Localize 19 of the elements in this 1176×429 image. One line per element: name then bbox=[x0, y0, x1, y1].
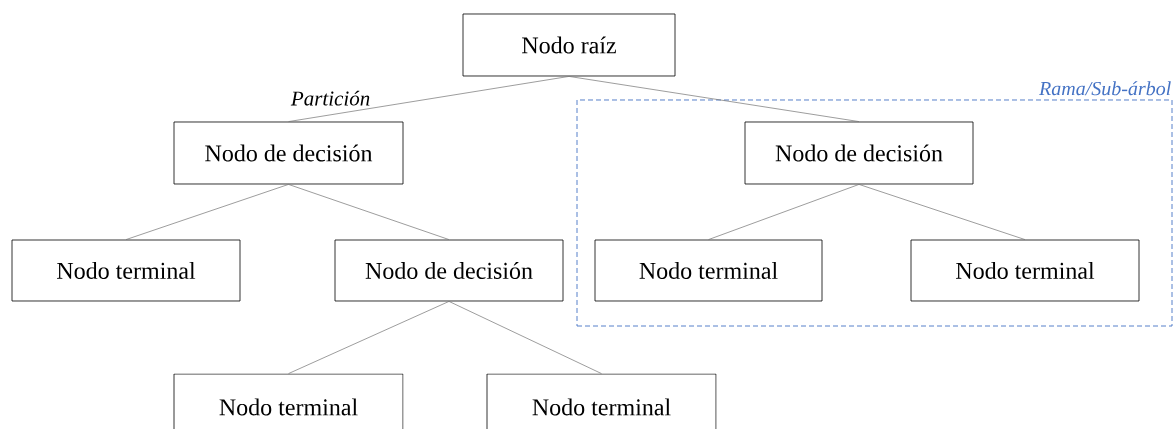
tree-branch-line bbox=[568, 76, 860, 122]
tree-branch-line bbox=[125, 184, 289, 240]
tree-node-box: Nodo de decisión bbox=[744, 121, 974, 185]
tree-branch-line bbox=[858, 184, 1026, 240]
tree-node-box: Nodo de decisión bbox=[334, 239, 564, 302]
tree-branch-line bbox=[448, 301, 602, 374]
tree-node-box: Nodo terminal bbox=[486, 373, 717, 429]
tree-node-box: Nodo terminal bbox=[594, 239, 823, 302]
tree-node-box: Nodo terminal bbox=[173, 373, 404, 429]
tree-node-box: Nodo terminal bbox=[910, 239, 1140, 302]
tree-branch-line bbox=[288, 76, 570, 122]
tree-branch-line bbox=[708, 184, 860, 240]
tree-branch-line bbox=[288, 301, 450, 374]
edge-label: Partición bbox=[290, 90, 370, 106]
tree-node-box: Nodo terminal bbox=[11, 239, 241, 302]
tree-node-box: Nodo raíz bbox=[462, 13, 676, 77]
tree-branch-line bbox=[288, 184, 450, 240]
tree-node-box: Nodo de decisión bbox=[173, 121, 404, 185]
subtree-heading: Rama/Sub-árbol bbox=[1038, 81, 1171, 96]
